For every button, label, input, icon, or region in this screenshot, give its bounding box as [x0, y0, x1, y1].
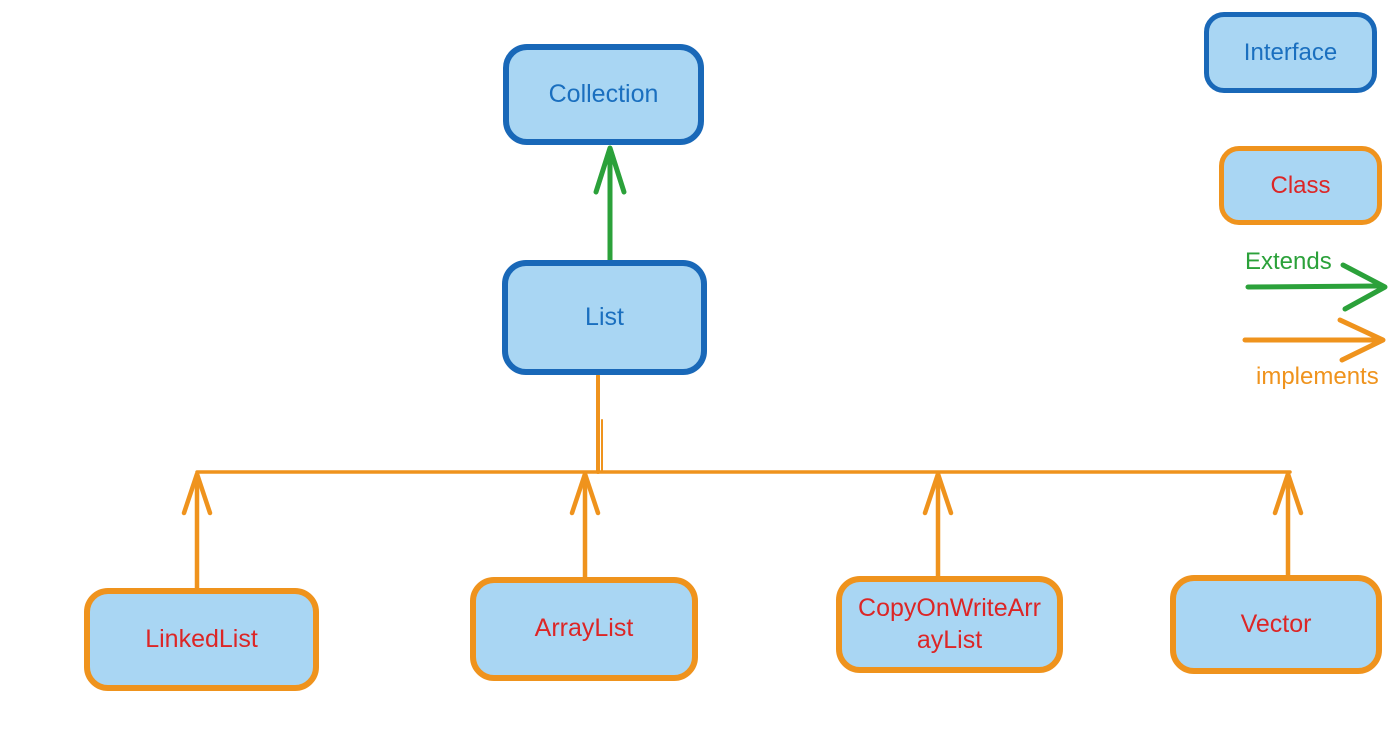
legend-class-box: Class — [1219, 146, 1382, 225]
node-list: List — [502, 260, 707, 375]
legend-interface-box: Interface — [1204, 12, 1377, 93]
node-vector: Vector — [1170, 575, 1382, 674]
implements-arrow-icon — [1242, 317, 1386, 363]
edge-copyonwritearraylist-implements-list — [922, 471, 954, 579]
node-copyonwritearraylist-label: CopyOnWriteArrayList — [858, 594, 1041, 654]
node-linkedlist: LinkedList — [84, 588, 319, 691]
node-arraylist-label: ArrayList — [534, 614, 634, 643]
node-copyonwritearraylist: CopyOnWriteArrayList — [836, 576, 1063, 673]
legend-class-label: Class — [1270, 171, 1331, 199]
node-collection: Collection — [503, 44, 704, 145]
node-arraylist: ArrayList — [470, 577, 698, 681]
node-vector-label: Vector — [1240, 609, 1312, 638]
edge-linkedlist-implements-list — [181, 471, 213, 591]
node-linkedlist-label: LinkedList — [145, 624, 258, 653]
node-list-label: List — [585, 302, 624, 331]
node-collection-label: Collection — [548, 79, 659, 108]
legend-interface-label: Interface — [1243, 38, 1338, 66]
edge-arraylist-implements-list — [569, 471, 601, 580]
edge-implements-bus — [195, 374, 1292, 474]
legend-implements-label: implements — [1256, 363, 1379, 390]
edge-list-extends-collection — [593, 145, 627, 263]
legend-extends-label: Extends — [1245, 248, 1332, 275]
edge-vector-implements-list — [1272, 471, 1304, 578]
